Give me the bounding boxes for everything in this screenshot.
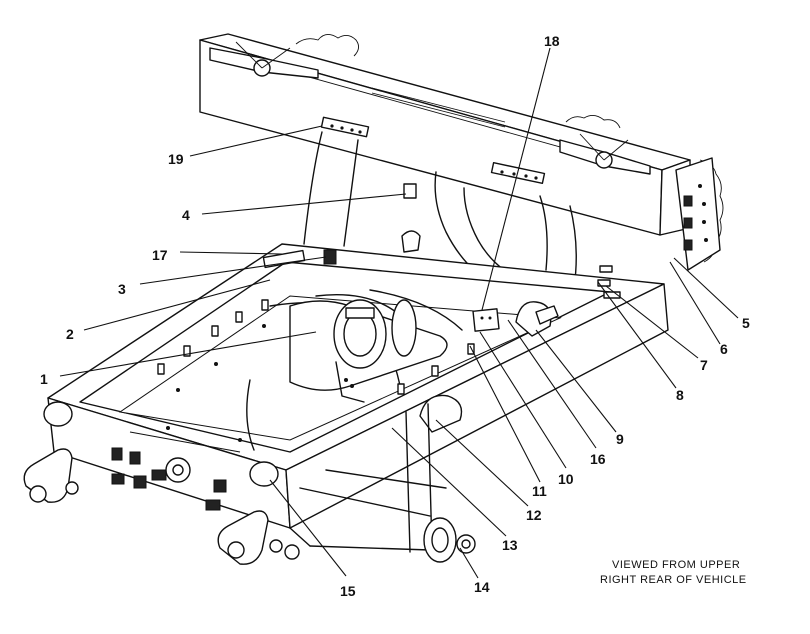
callout-13: 13 — [502, 537, 518, 553]
callout-8: 8 — [676, 387, 684, 403]
callout-1: 1 — [40, 371, 48, 387]
axle-housing — [289, 299, 448, 403]
callout-6: 6 — [720, 341, 728, 357]
callout-15: 15 — [340, 583, 356, 599]
caption-line-1: VIEWED FROM UPPER — [612, 559, 740, 571]
leader-lines — [59, 47, 739, 579]
clevis-brackets — [23, 448, 300, 565]
callout-14: 14 — [474, 579, 490, 595]
callout-labels: 1 2 3 4 5 6 7 8 9 10 11 12 13 14 15 16 1… — [40, 33, 750, 599]
view-caption: VIEWED FROM UPPER RIGHT REAR OF VEHICLE — [600, 559, 747, 586]
caption-line-2: RIGHT REAR OF VEHICLE — [600, 574, 747, 586]
callout-3: 3 — [118, 281, 126, 297]
right-side-plate — [675, 157, 721, 271]
callout-5: 5 — [742, 315, 750, 331]
side-brackets — [262, 183, 559, 433]
callout-17: 17 — [152, 247, 168, 263]
callout-16: 16 — [590, 451, 606, 467]
pintle-hook — [423, 517, 476, 563]
callout-19: 19 — [168, 151, 184, 167]
callout-2: 2 — [66, 326, 74, 342]
callout-11: 11 — [532, 483, 547, 499]
callout-4: 4 — [182, 207, 190, 223]
main-frame — [43, 243, 669, 529]
callout-10: 10 — [558, 471, 574, 487]
callout-7: 7 — [700, 357, 708, 373]
rear-bolster — [199, 33, 691, 236]
callout-18: 18 — [544, 33, 560, 49]
callout-12: 12 — [526, 507, 542, 523]
callout-9: 9 — [616, 431, 624, 447]
